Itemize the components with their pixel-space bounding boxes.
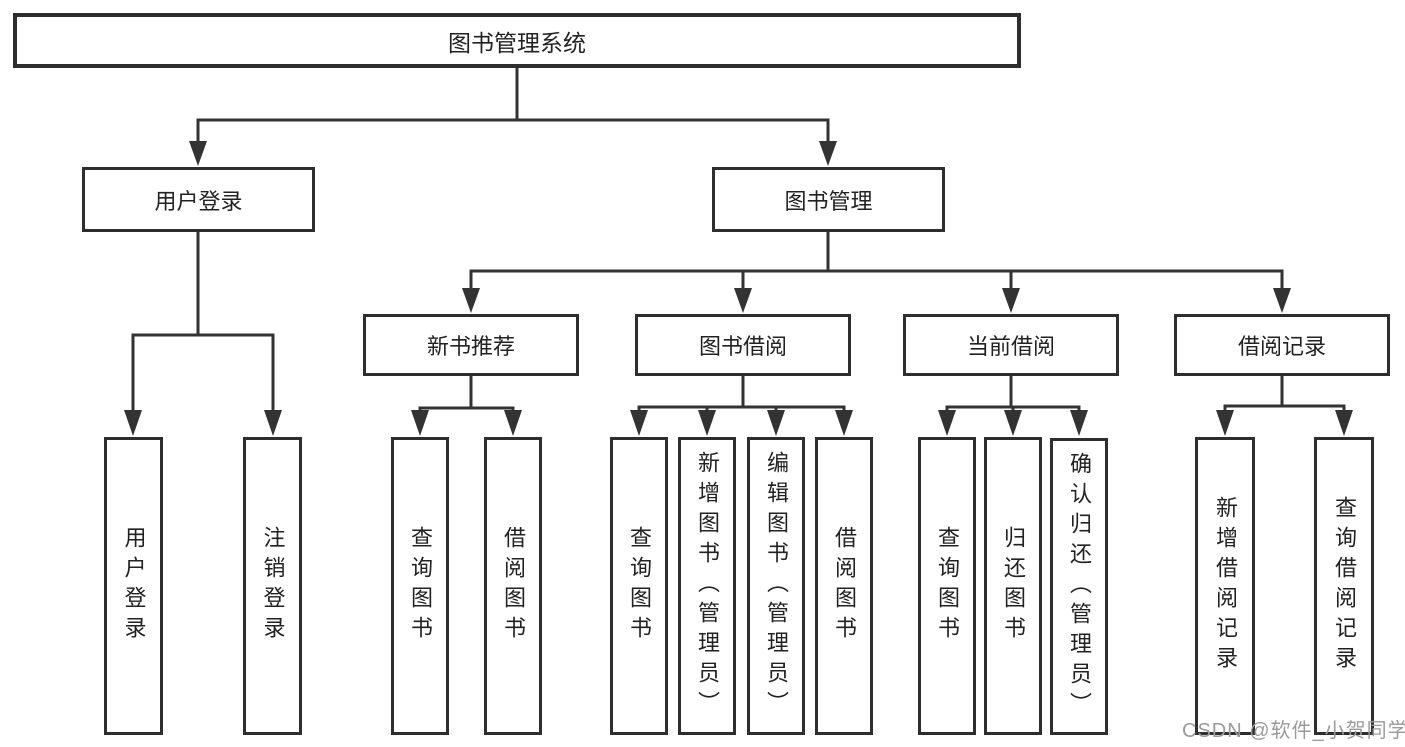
- node-label: 新书推荐: [426, 334, 515, 359]
- node-book-borrowing: 图书借阅: [635, 314, 851, 376]
- node-book-management-branch: 图书管理: [712, 167, 945, 232]
- leaf-query-borrow-record: 查询借阅记录: [1314, 437, 1374, 735]
- node-new-book-recommend: 新书推荐: [363, 314, 579, 376]
- node-label: 查询图书: [408, 526, 433, 646]
- node-current-borrowing: 当前借阅: [903, 314, 1119, 376]
- node-label: 确认归还（管理员）: [1067, 451, 1092, 722]
- node-label: 注销登录: [260, 526, 286, 646]
- node-label: 查询图书: [627, 526, 652, 646]
- node-borrowing-records: 借阅记录: [1174, 314, 1390, 376]
- node-label: 借阅记录: [1237, 334, 1326, 359]
- node-label: 当前借阅: [966, 334, 1055, 359]
- node-library-system: 图书管理系统: [13, 13, 1021, 68]
- leaf-add-books-admin: 新增图书（管理员）: [678, 437, 736, 735]
- leaf-borrow-books-recommend: 借阅图书: [484, 437, 542, 735]
- leaf-confirm-return-admin: 确认归还（管理员）: [1050, 438, 1108, 735]
- node-label: 图书管理系统: [448, 29, 586, 56]
- node-label: 编辑图书（管理员）: [764, 451, 789, 721]
- node-label: 查询借阅记录: [1332, 496, 1357, 676]
- leaf-edit-books-admin: 编辑图书（管理员）: [747, 437, 805, 735]
- node-label: 查询图书: [935, 526, 960, 646]
- leaf-user-login: 用户登录: [104, 437, 163, 735]
- leaf-query-books-borrowing: 查询图书: [610, 437, 668, 735]
- node-label: 归还图书: [1001, 526, 1026, 646]
- node-user-login-branch: 用户登录: [82, 167, 315, 232]
- node-label: 图书借阅: [698, 334, 787, 359]
- csdn-watermark: CSDN @软件_小贺同学: [1182, 720, 1405, 742]
- leaf-query-books-recommend: 查询图书: [391, 437, 449, 735]
- leaf-logout: 注销登录: [243, 437, 302, 735]
- node-label: 用户登录: [154, 188, 243, 214]
- leaf-return-books: 归还图书: [984, 437, 1042, 735]
- node-label: 借阅图书: [832, 526, 857, 646]
- leaf-add-borrow-record: 新增借阅记录: [1195, 437, 1255, 735]
- node-label: 新增图书（管理员）: [695, 451, 720, 721]
- leaf-borrow-books: 借阅图书: [815, 437, 873, 735]
- node-label: 用户登录: [121, 526, 147, 646]
- node-label: 借阅图书: [501, 526, 526, 646]
- leaf-query-books-current: 查询图书: [918, 437, 976, 735]
- node-label: 图书管理: [784, 188, 873, 214]
- node-label: 新增借阅记录: [1213, 496, 1238, 676]
